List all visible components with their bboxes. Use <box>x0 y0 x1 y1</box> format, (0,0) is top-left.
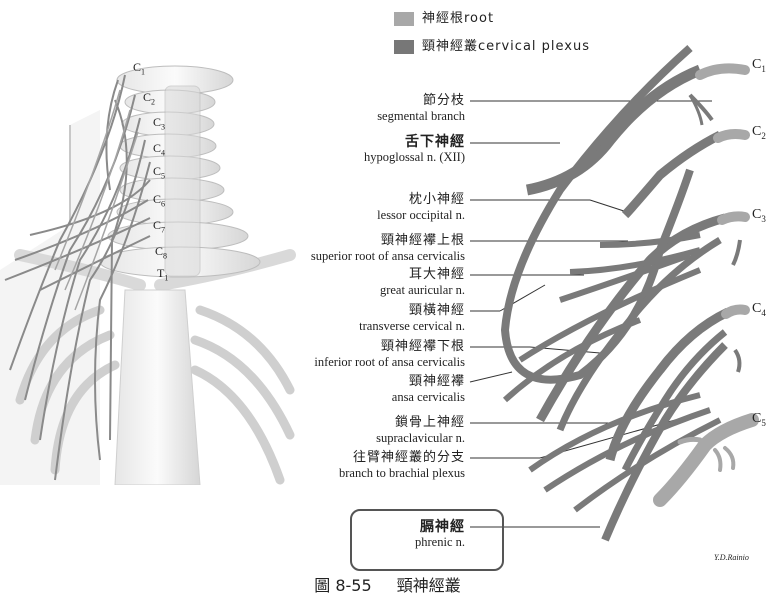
label-zh: 頸神經襻上根 <box>311 233 465 249</box>
label-zh: 舌下神經 <box>364 134 465 150</box>
label-zh: 頸橫神經 <box>359 303 465 319</box>
label-en: hypoglossal n. (XII) <box>364 150 465 165</box>
label-en: lessor occipital n. <box>377 208 465 223</box>
label-lesser-occipital: 枕小神經 lessor occipital n. <box>377 192 465 223</box>
label-en: branch to brachial plexus <box>339 466 465 481</box>
label-en: supraclavicular n. <box>376 431 465 446</box>
label-zh: 節分枝 <box>377 93 465 109</box>
label-en: inferior root of ansa cervicalis <box>314 355 465 370</box>
vertebra-label: C1 <box>752 57 766 74</box>
label-inferior-root: 頸神經襻下根 inferior root of ansa cervicalis <box>314 339 465 370</box>
label-en: superior root of ansa cervicalis <box>311 249 465 264</box>
label-en: ansa cervicalis <box>392 390 465 405</box>
label-en: phrenic n. <box>415 535 465 550</box>
figure-number: 圖 8-55 <box>314 576 371 595</box>
vertebra-label: C3 <box>752 207 766 224</box>
label-zh: 鎖骨上神經 <box>376 415 465 431</box>
label-superior-root: 頸神經襻上根 superior root of ansa cervicalis <box>311 233 465 264</box>
vertebra-label: C5 <box>752 411 766 428</box>
label-zh: 頸神經襻下根 <box>314 339 465 355</box>
vertebra-label: C4 <box>752 301 766 318</box>
label-en: segmental branch <box>377 109 465 124</box>
label-zh: 膈神經 <box>415 519 465 535</box>
label-brachial-branch: 往臂神經叢的分支 branch to brachial plexus <box>339 450 465 481</box>
label-supraclavicular: 鎖骨上神經 supraclavicular n. <box>376 415 465 446</box>
figure-caption: 圖 8-55 頸神經叢 <box>0 572 775 596</box>
label-en: great auricular n. <box>380 283 465 298</box>
label-hypoglossal: 舌下神經 hypoglossal n. (XII) <box>364 134 465 165</box>
label-zh: 枕小神經 <box>377 192 465 208</box>
label-ansa-cervicalis: 頸神經襻 ansa cervicalis <box>392 374 465 405</box>
illustrator-signature: Y.D.Rainio <box>714 553 749 562</box>
label-zh: 耳大神經 <box>380 267 465 283</box>
label-transverse-cervical: 頸橫神經 transverse cervical n. <box>359 303 465 334</box>
vertebra-label: C2 <box>752 124 766 141</box>
label-segmental-branch: 節分枝 segmental branch <box>377 93 465 124</box>
label-zh: 頸神經襻 <box>392 374 465 390</box>
figure-title: 頸神經叢 <box>397 576 461 595</box>
label-great-auricular: 耳大神經 great auricular n. <box>380 267 465 298</box>
label-phrenic: 膈神經 phrenic n. <box>415 519 465 550</box>
label-zh: 往臂神經叢的分支 <box>339 450 465 466</box>
label-en: transverse cervical n. <box>359 319 465 334</box>
